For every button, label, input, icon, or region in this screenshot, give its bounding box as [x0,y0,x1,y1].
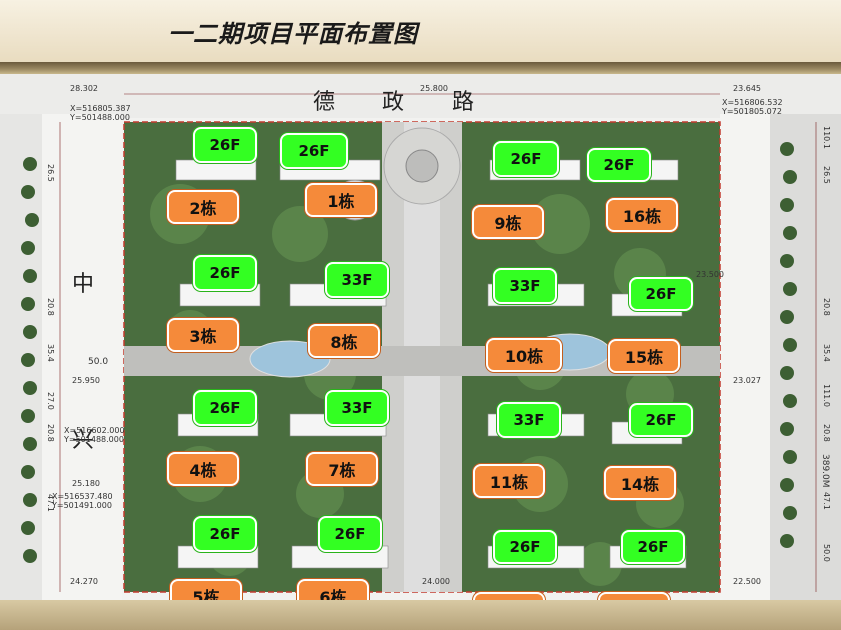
right-dim-3: 20.8 [822,298,831,316]
building-15-label[interactable]: 15栋 [608,339,680,373]
west-tree-row [21,157,39,563]
north-road-char-3: 路 [452,90,475,115]
left-dim-5: 47.1 [46,494,55,512]
sw-coordinate-y: Y=501491.000 [52,501,112,510]
nw-coordinate-x: X=516805.387 [70,104,131,113]
building-16-floors[interactable]: 26F [587,148,651,182]
building-2-label[interactable]: 2栋 [167,190,239,224]
left-dim-1: 26.5 [46,164,55,182]
building-16-label[interactable]: 16栋 [606,198,678,232]
west-road [0,114,42,600]
left-dim-6: 27.0 [46,392,55,410]
building-15-floors[interactable]: 26F [629,277,693,311]
left-dim-4: 20.8 [46,424,55,442]
building-10-floors[interactable]: 33F [493,268,557,304]
west-setback [42,114,122,600]
west-dimension: 50.0 [88,357,109,367]
building-2-floors[interactable]: 26F [193,127,257,163]
site-plan-drawing [0,74,841,600]
page-title: 一二期项目平面布置图 [168,19,418,48]
west-coordinate-y: Y=501488.000 [64,435,124,444]
building-13-floors[interactable]: 26F [621,530,685,564]
building-14-floors[interactable]: 26F [629,403,693,437]
ne-coordinate-x: X=516806.532 [722,98,783,107]
north-mid-elevation: 25.800 [420,84,448,93]
se-elevation: 22.500 [733,577,761,586]
building-7-label[interactable]: 7栋 [306,452,378,486]
east-mid-elevation: 23.500 [696,270,724,279]
building-10-label[interactable]: 10栋 [486,338,562,372]
east-tree-row [780,142,797,548]
bottom-band [0,600,841,630]
east-elevation: 23.027 [733,376,761,385]
building-3-floors[interactable]: 26F [193,255,257,291]
sw-elevation: 25.180 [72,479,100,488]
title-bar: 一二期项目平面布置图 [0,0,841,62]
west-road-char-1: 中 [72,272,95,297]
ne-coordinate-y: Y=501805.072 [722,107,782,116]
south-elevation: 24.000 [422,577,450,586]
north-road-char-1: 德 [313,90,336,115]
building-11-floors[interactable]: 33F [497,402,561,438]
west-elevation: 25.950 [72,376,100,385]
building-4-floors[interactable]: 26F [193,390,257,426]
building-14-label[interactable]: 14栋 [604,466,676,500]
west-road-char-2: 兴 [72,428,95,453]
overall-width: 389.0M [820,454,830,488]
sw-corner-elevation: 24.270 [70,577,98,586]
left-dim-3: 35.4 [46,344,55,362]
nw-elevation: 28.302 [70,84,98,93]
north-road-char-2: 政 [382,90,405,115]
building-9-label[interactable]: 9栋 [472,205,544,239]
building-6-floors[interactable]: 26F [318,516,382,552]
right-dim-2: 26.5 [822,166,831,184]
building-11-label[interactable]: 11栋 [473,464,545,498]
right-dim-1: 110.1 [822,126,831,149]
west-coordinate-x: X=516602.000 [64,426,125,435]
building-8-label[interactable]: 8栋 [308,324,380,358]
right-dim-5: 20.8 [822,424,831,442]
building-7-floors[interactable]: 33F [325,390,389,426]
building-5-floors[interactable]: 26F [193,516,257,552]
sw-coordinate-x: X=516537.480 [52,492,113,501]
right-dim-8: 50.0 [822,544,831,562]
building-4-label[interactable]: 4栋 [167,452,239,486]
nw-coordinate-y: Y=501488.000 [70,113,130,122]
roundabout-center [405,149,439,183]
right-dim-4: 35.4 [822,344,831,362]
left-dim-2: 20.8 [46,298,55,316]
title-divider-band [0,62,841,74]
site-plan: 德 政 路 中 兴 28.302 25.800 23.645 X=516805.… [0,74,841,600]
right-dim-7: 47.1 [822,492,831,510]
building-12-floors[interactable]: 26F [493,530,557,564]
east-road [770,114,841,600]
right-dim-6: 111.0 [822,384,831,407]
building-9-floors[interactable]: 26F [493,141,559,177]
building-1-floors[interactable]: 26F [280,133,348,169]
ne-elevation: 23.645 [733,84,761,93]
building-3-label[interactable]: 3栋 [167,318,239,352]
building-8-floors[interactable]: 33F [325,262,389,298]
building-1-label[interactable]: 1栋 [305,183,377,217]
north-road [0,74,841,118]
